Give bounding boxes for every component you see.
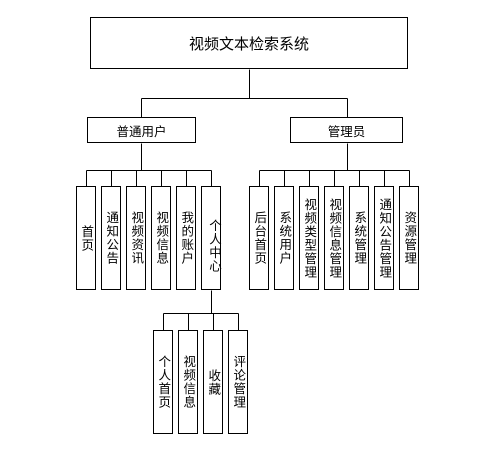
group-node-user: 普通用户 — [87, 117, 196, 143]
root-label: 视频文本检索系统 — [188, 34, 309, 53]
leaf-node: 通知公告 — [101, 186, 121, 290]
sub-leaf-node: 个人首页 — [153, 330, 173, 434]
leaf-node: 视频信息管理 — [324, 186, 344, 290]
leaf-node: 后台首页 — [249, 186, 269, 290]
sub-leaf-node: 评论管理 — [228, 330, 248, 434]
leaf-node: 系统管理 — [349, 186, 369, 290]
leaf-node: 通知公告管理 — [374, 186, 394, 290]
leaf-node: 视频信息 — [151, 186, 171, 290]
leaf-node-personal-center: 个人中心 — [201, 186, 222, 290]
root-node: 视频文本检索系统 — [90, 17, 408, 69]
sub-leaf-node: 收藏 — [203, 330, 223, 434]
group-label-admin: 管理员 — [327, 123, 366, 139]
leaf-node: 系统用户 — [274, 186, 294, 290]
leaf-node: 视频类型管理 — [299, 186, 319, 290]
leaf-node: 首页 — [76, 186, 96, 290]
sub-leaf-node: 视频信息 — [178, 330, 198, 434]
group-label-user: 普通用户 — [116, 123, 167, 139]
group-node-admin: 管理员 — [290, 117, 403, 143]
leaf-node: 我的账户 — [176, 186, 196, 290]
leaf-node: 视频资讯 — [126, 186, 146, 290]
leaf-node: 资源管理 — [399, 186, 419, 290]
